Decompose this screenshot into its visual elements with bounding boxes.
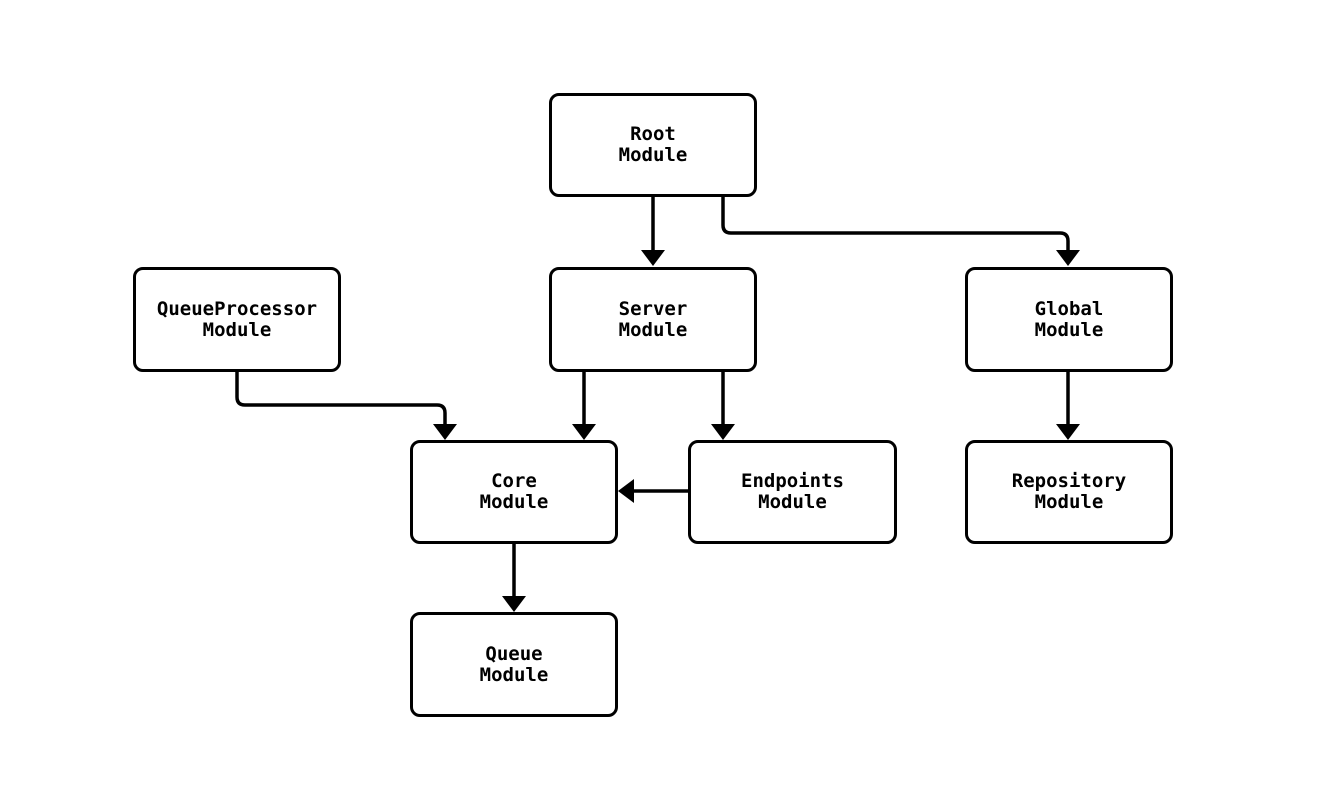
- edge-server-to-core: [572, 372, 596, 440]
- node-repository-module: Repository Module: [965, 440, 1173, 544]
- edge-endpoints-to-core: [618, 479, 688, 503]
- node-queueprocessor-module: QueueProcessor Module: [133, 267, 341, 372]
- edge-root-to-server: [641, 197, 665, 266]
- node-global-module: Global Module: [965, 267, 1173, 372]
- node-queue-module: Queue Module: [410, 612, 618, 717]
- edge-root-to-global: [721, 197, 1080, 266]
- node-core-module: Core Module: [410, 440, 618, 544]
- node-endpoints-module: Endpoints Module: [688, 440, 897, 544]
- node-root-module: Root Module: [549, 93, 757, 197]
- edge-global-to-repository: [1056, 372, 1080, 440]
- edge-server-to-endpoints: [711, 372, 735, 440]
- edge-core-to-queue: [502, 543, 526, 612]
- edge-queueprocessor-to-core: [235, 372, 457, 440]
- node-server-module: Server Module: [549, 267, 757, 372]
